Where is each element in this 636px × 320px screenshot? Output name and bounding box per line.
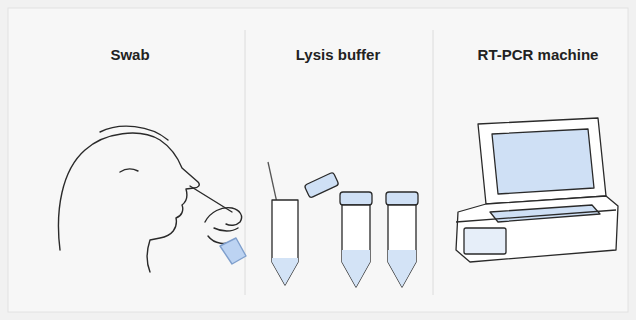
swab-figure: [58, 126, 246, 272]
panel-label: Swab: [110, 46, 149, 63]
pcr-machine: [456, 118, 618, 262]
panel-label: RT-PCR machine: [478, 46, 599, 63]
tubes: [268, 162, 418, 287]
divider: [433, 30, 434, 295]
card: [8, 8, 628, 312]
panel-label: Lysis buffer: [296, 46, 380, 63]
